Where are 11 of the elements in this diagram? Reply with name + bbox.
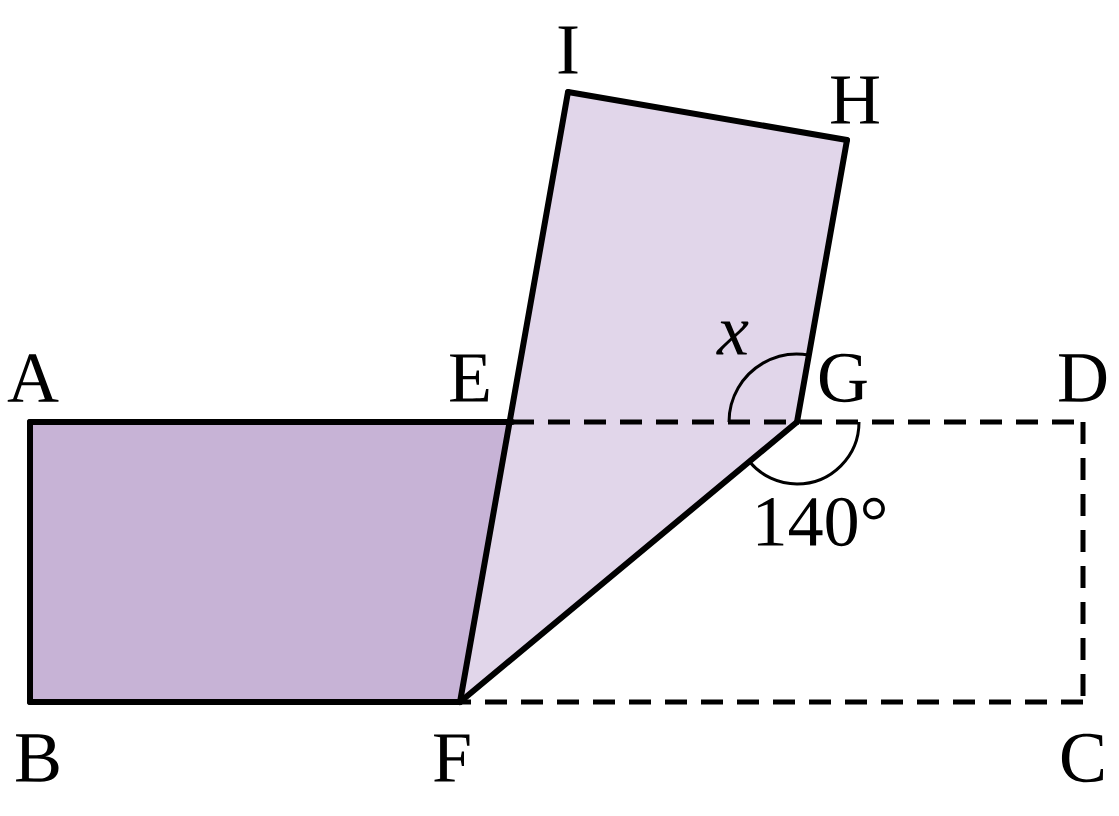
angle-label: 140° <box>757 497 885 547</box>
point-label: I <box>558 26 578 74</box>
point-label: E <box>450 354 489 402</box>
point-label: D <box>1059 354 1107 402</box>
point-label: G <box>819 353 867 403</box>
point-label: F <box>434 734 470 782</box>
point-label: B <box>16 734 59 782</box>
point-label: C <box>1061 733 1104 783</box>
point-label: A <box>7 354 59 402</box>
angle-label: x <box>716 321 749 355</box>
point-label: H <box>831 76 879 124</box>
